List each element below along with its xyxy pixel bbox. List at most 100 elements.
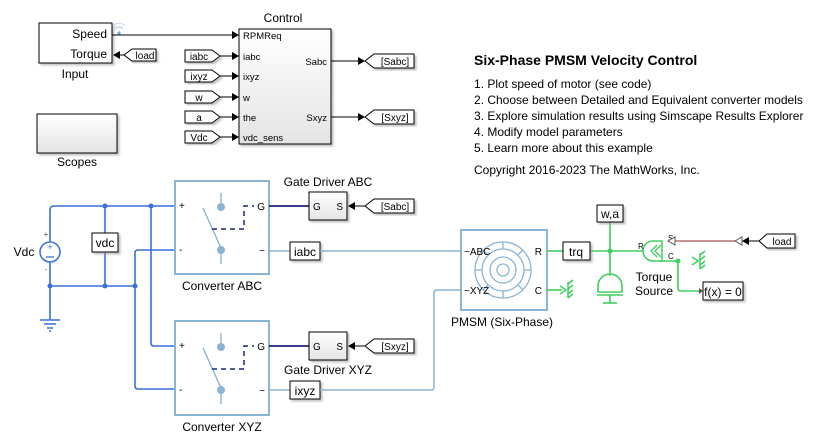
pmsm-block[interactable]: ~ABC ~XYZ R C xyxy=(460,229,548,311)
step-plot-speed-link[interactable]: 1. Plot speed of motor (see code) xyxy=(474,77,652,91)
gate-driver-xyz-block[interactable]: G S xyxy=(308,331,348,361)
junction-dots xyxy=(47,203,154,289)
input-block-label: Input xyxy=(62,67,89,81)
svg-text:ixyz: ixyz xyxy=(295,384,316,398)
svg-text:~: ~ xyxy=(259,386,265,397)
svg-text:w,a: w,a xyxy=(600,207,619,221)
svg-text:S: S xyxy=(336,342,343,353)
from-tag-a[interactable]: a xyxy=(184,110,221,124)
svg-text:load: load xyxy=(773,237,792,248)
from-tag-w[interactable]: w xyxy=(184,90,221,104)
svg-text:[Sxyz]: [Sxyz] xyxy=(381,113,408,124)
arrowhead-icon xyxy=(113,51,120,59)
arrowhead-icon xyxy=(232,113,239,121)
arrowhead-icon xyxy=(232,93,239,101)
phase-wire-xyz[interactable] xyxy=(320,289,461,391)
inertia-icon[interactable] xyxy=(597,273,623,304)
from-tag-load-input[interactable]: load xyxy=(123,48,157,62)
model-annotation: Six-Phase PMSM Velocity Control 1. Plot … xyxy=(474,52,803,178)
control-in-vdc-sens: vdc_sens xyxy=(243,133,283,144)
svg-text:G: G xyxy=(257,342,265,353)
model-title: Six-Phase PMSM Velocity Control xyxy=(474,52,698,68)
electrical-wires[interactable] xyxy=(49,205,175,390)
svg-text:[Sxyz]: [Sxyz] xyxy=(381,342,408,353)
svg-text:-: - xyxy=(179,385,182,396)
svg-text:a: a xyxy=(196,113,202,124)
svg-text:G: G xyxy=(257,202,265,213)
svg-text:load: load xyxy=(136,51,155,62)
control-in-rpmreq: RPMReq xyxy=(243,31,282,42)
from-tag-load-torque[interactable]: load xyxy=(758,233,796,249)
converter-abc-block[interactable]: + - G ~ xyxy=(174,180,270,275)
gate-driver-abc-block[interactable]: G S xyxy=(308,191,348,221)
control-out-sabc: Sabc xyxy=(305,57,327,68)
torque-source-label-1: Torque xyxy=(636,270,673,284)
control-block[interactable]: RPMReq iabc ixyz w the vdc_sens Sabc Sxy… xyxy=(238,28,332,145)
svg-text:~XYZ: ~XYZ xyxy=(464,286,489,297)
input-block[interactable]: Speed Torque Input xyxy=(38,22,113,81)
control-in-w: w xyxy=(242,93,250,104)
solver-configuration-block[interactable]: f(x) = 0 xyxy=(702,281,744,301)
current-sensor-iabc[interactable]: iabc xyxy=(289,241,321,261)
svg-text:+: + xyxy=(44,230,49,239)
step-learn-more-link[interactable]: 5. Learn more about this example xyxy=(474,141,653,155)
from-tag-vdc[interactable]: Vdc xyxy=(184,130,221,144)
svg-text:iabc: iabc xyxy=(190,52,208,63)
svg-text:trq: trq xyxy=(569,245,583,259)
scopes-block[interactable] xyxy=(36,113,118,154)
scopes-label: Scopes xyxy=(57,155,97,169)
control-in-ixyz: ixyz xyxy=(243,72,260,83)
wireless-icon xyxy=(112,22,126,35)
voltage-sensor-vdc[interactable]: vdc xyxy=(91,232,119,253)
from-tag-iabc[interactable]: iabc xyxy=(184,49,221,63)
converter-abc-label: Converter ABC xyxy=(182,279,262,293)
from-tag-sxyz[interactable]: [Sxyz] xyxy=(364,338,415,354)
torque-source-block[interactable]: S R C xyxy=(638,234,674,262)
control-block-label: Control xyxy=(264,11,303,25)
converter-xyz-block[interactable]: + - G ~ xyxy=(174,320,270,416)
torque-source-label-2: Source xyxy=(635,284,673,298)
vdc-source-label: Vdc xyxy=(14,245,35,259)
svg-text:-: - xyxy=(179,245,182,256)
converter-xyz-label: Converter XYZ xyxy=(182,420,261,434)
arrowhead-icon xyxy=(348,342,355,350)
arrowhead-icon xyxy=(742,237,749,245)
copyright-text: Copyright 2016-2023 The MathWorks, Inc. xyxy=(474,163,700,177)
step-choose-converter-link[interactable]: 2. Choose between Detailed and Equivalen… xyxy=(474,93,803,107)
mechanical-reference-icon[interactable] xyxy=(559,279,574,299)
svg-text:vdc: vdc xyxy=(96,236,115,250)
svg-text:R: R xyxy=(535,247,542,258)
ps-converter-icon xyxy=(733,236,743,246)
current-sensor-ixyz[interactable]: ixyz xyxy=(289,380,321,400)
svg-text:~: ~ xyxy=(259,246,265,257)
dc-voltage-source[interactable]: + + - xyxy=(39,230,61,274)
step-modify-parameters-link[interactable]: 4. Modify model parameters xyxy=(474,125,623,139)
control-in-iabc: iabc xyxy=(243,52,261,63)
svg-text:+: + xyxy=(179,201,185,212)
svg-text:G: G xyxy=(313,202,321,213)
motion-sensor-wa[interactable]: w,a xyxy=(596,204,624,223)
input-port-speed: Speed xyxy=(72,27,107,41)
goto-tag-sabc[interactable]: [Sabc] xyxy=(364,53,415,69)
svg-text:[Sabc]: [Sabc] xyxy=(381,202,410,213)
svg-text:~ABC: ~ABC xyxy=(464,247,490,258)
svg-text:[Sabc]: [Sabc] xyxy=(381,57,410,68)
goto-tag-sxyz[interactable]: [Sxyz] xyxy=(364,109,415,125)
gate-driver-abc-label: Gate Driver ABC xyxy=(284,175,373,189)
svg-text:w: w xyxy=(194,93,203,104)
from-tag-ixyz[interactable]: ixyz xyxy=(184,69,221,83)
svg-text:G: G xyxy=(313,342,321,353)
electrical-ground-icon[interactable] xyxy=(40,319,60,332)
arrowhead-icon xyxy=(232,133,239,141)
step-explore-results-link[interactable]: 3. Explore simulation results using Sims… xyxy=(474,109,804,123)
torque-sensor-trq[interactable]: trq xyxy=(562,241,591,261)
svg-text:C: C xyxy=(535,286,542,297)
arrowhead-icon xyxy=(358,57,365,65)
gate-driver-xyz-label: Gate Driver XYZ xyxy=(284,363,372,377)
svg-text:C: C xyxy=(668,252,674,261)
svg-text:iabc: iabc xyxy=(294,245,316,259)
junction-dot xyxy=(675,258,681,264)
mechanical-reference-icon[interactable] xyxy=(691,250,706,270)
from-tag-sabc[interactable]: [Sabc] xyxy=(364,198,415,214)
